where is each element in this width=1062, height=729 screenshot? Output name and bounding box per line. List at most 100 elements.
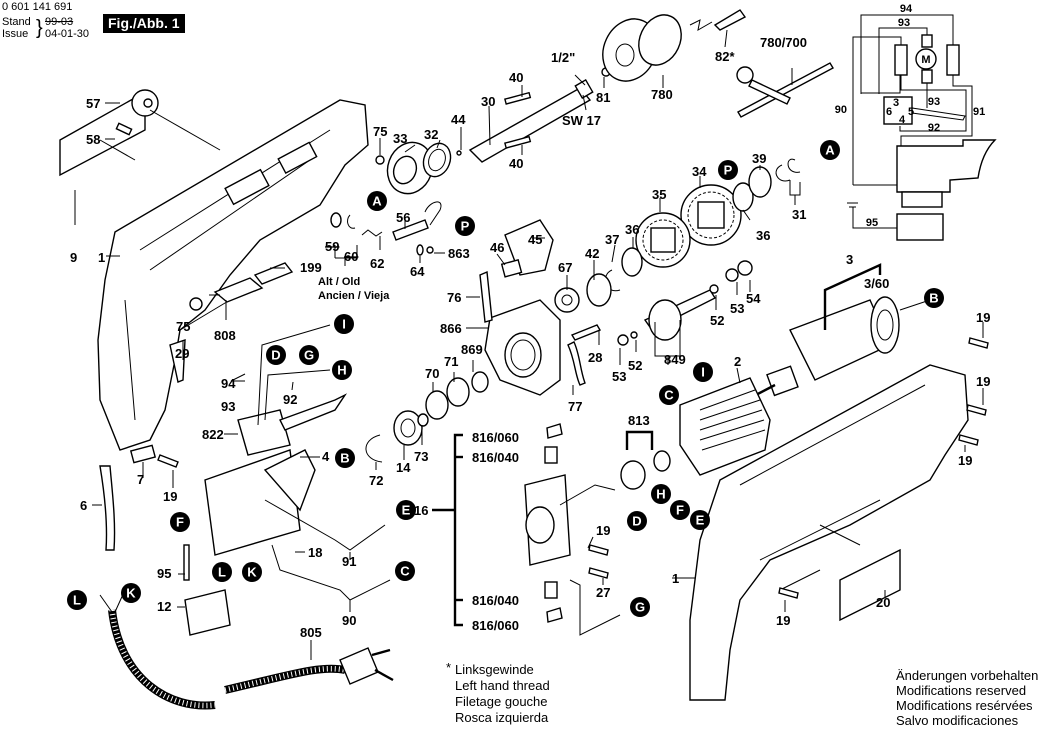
bearing-14: [393, 410, 423, 446]
footnote-line-2: Left hand thread: [455, 678, 550, 693]
callout-F-right: F: [670, 500, 690, 520]
label-866: 866: [440, 321, 462, 336]
sticker-808: [213, 277, 264, 303]
wiring-diagram: M 3 6 5 4 94 93 90 91 92 93 95: [835, 3, 997, 241]
svg-text:D: D: [271, 348, 280, 363]
footnote-line-3: Filetage gouche: [455, 694, 548, 709]
svg-text:B: B: [929, 291, 938, 306]
wire-93-label: 93: [898, 17, 910, 29]
plug-block: [896, 213, 944, 241]
callout-E-right: E: [690, 510, 710, 530]
label-780-700: 780/700: [760, 35, 807, 50]
callout-C-left: C: [395, 561, 415, 581]
label-92: 92: [283, 392, 297, 407]
label-2: 2: [734, 354, 741, 369]
svg-text:G: G: [635, 600, 645, 615]
callout-F-left: F: [170, 512, 190, 532]
svg-text:F: F: [676, 503, 684, 518]
resistor-left: [894, 44, 908, 76]
footnote-line-4: Rosca izquierda: [455, 710, 549, 725]
callout-C-right: C: [659, 385, 679, 405]
bush-813: [620, 460, 646, 490]
motor-symbol: M: [921, 54, 930, 66]
callout-I-right: I: [693, 362, 713, 382]
ring-36b: [621, 247, 643, 277]
label-72: 72: [369, 473, 383, 488]
label-780: 780: [651, 87, 673, 102]
plug-block-12: [184, 589, 231, 636]
connector-95: [183, 544, 190, 581]
callout-H-right: H: [651, 484, 671, 504]
plate-56: [392, 219, 429, 241]
wire-90-label: 90: [835, 104, 847, 116]
label-77: 77: [568, 399, 582, 414]
disclaimer-line-4: Salvo modificaciones: [896, 713, 1019, 728]
svg-text:K: K: [247, 565, 257, 580]
label-71: 71: [444, 354, 458, 369]
label-33: 33: [393, 131, 407, 146]
label-37: 37: [605, 232, 619, 247]
motor-icon: [915, 48, 937, 70]
callout-P-right: P: [718, 160, 738, 180]
callout-A-right: A: [820, 140, 840, 160]
label-58: 58: [86, 132, 100, 147]
washer-75: [375, 155, 385, 165]
resistor-right: [946, 44, 960, 76]
svg-text:A: A: [372, 194, 382, 209]
terminal-3: 3: [893, 97, 899, 109]
callout-H-left: H: [332, 360, 352, 380]
svg-text:G: G: [304, 348, 314, 363]
label-869: 869: [461, 342, 483, 357]
label-45: 45: [528, 232, 542, 247]
label-82: 82*: [715, 49, 735, 64]
label-6: 6: [80, 498, 87, 513]
svg-text:I: I: [701, 365, 705, 380]
svg-text:K: K: [126, 586, 136, 601]
label-67: 67: [558, 260, 572, 275]
svg-text:C: C: [400, 564, 410, 579]
clamp-7: [129, 444, 157, 464]
svg-text:D: D: [632, 514, 641, 529]
callout-B-right: B: [924, 288, 944, 308]
label-62: 62: [370, 256, 384, 271]
trigger-4: [263, 449, 316, 512]
label-sticker-20: [839, 548, 901, 622]
label-half-inch: 1/2": [551, 50, 575, 65]
callout-G-left: G: [299, 345, 319, 365]
housing-left: [97, 99, 369, 451]
label-822: 822: [202, 427, 224, 442]
chuck-key: [737, 62, 834, 118]
label-42: 42: [585, 246, 599, 261]
svg-text:F: F: [176, 515, 184, 530]
svg-text:H: H: [656, 487, 665, 502]
label-76: 76: [447, 290, 461, 305]
label-1: 1: [98, 250, 105, 265]
ring-36: [732, 182, 754, 212]
plate-76: [479, 270, 493, 323]
label-52-upper: 52: [710, 313, 724, 328]
label-75-lower: 75: [176, 319, 190, 334]
label-14: 14: [396, 460, 411, 475]
shaft-849: [648, 299, 682, 341]
disclaimer-line-1: Änderungen vorbehalten: [896, 668, 1039, 683]
label-46: 46: [490, 240, 504, 255]
label-70: 70: [425, 366, 439, 381]
wire-92-label: 92: [928, 122, 940, 134]
label-805: 805: [300, 625, 322, 640]
fan-3-60: [870, 296, 900, 354]
label-52-lower: 52: [628, 358, 642, 373]
part-number: 0 601 141 691: [2, 1, 73, 13]
disclaimer-line-2: Modifications reserved: [896, 683, 1027, 698]
callout-I-left: I: [334, 314, 354, 334]
terminal-6: 6: [886, 106, 892, 118]
label-816-040-top: 816/040: [472, 450, 519, 465]
callout-D-right: D: [627, 511, 647, 531]
label-90: 90: [342, 613, 356, 628]
label-95: 95: [157, 566, 171, 581]
label-19-d: 19: [776, 613, 790, 628]
washer-75b: [189, 297, 203, 311]
label-18: 18: [308, 545, 322, 560]
label-60: 60: [344, 249, 358, 264]
